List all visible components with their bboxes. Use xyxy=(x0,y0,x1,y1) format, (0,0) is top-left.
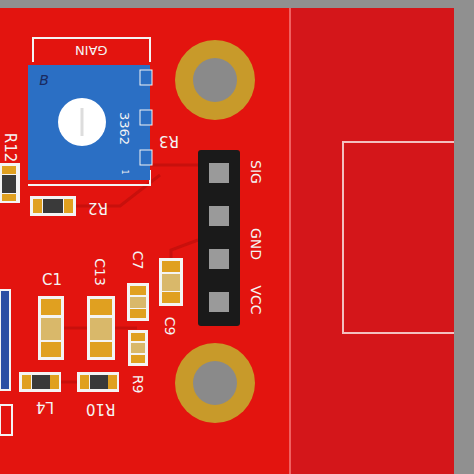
silkscreen-label: C13 xyxy=(93,258,107,286)
silkscreen-label: GAIN xyxy=(75,44,108,57)
silkscreen-label: R12 xyxy=(3,132,18,162)
silkscreen-label: R10 xyxy=(86,401,116,416)
silkscreen-label: R9 xyxy=(131,375,145,394)
silkscreen-label: C7 xyxy=(131,251,145,270)
silkscreen-label: L4 xyxy=(36,399,54,414)
pin-name: GND xyxy=(249,228,263,260)
silkscreen-label: C9 xyxy=(163,317,177,336)
silkscreen-label: 1 xyxy=(120,169,128,174)
silkscreen-label: R2 xyxy=(88,200,108,215)
silkscreen-label: R3 xyxy=(159,133,179,148)
silkscreen-label: B xyxy=(39,73,49,87)
silkscreen-label: 3362 xyxy=(119,111,132,144)
pin-name: VCC xyxy=(249,285,263,314)
silkscreen-label: C1 xyxy=(42,273,62,288)
pin-name: SIG xyxy=(249,160,263,184)
